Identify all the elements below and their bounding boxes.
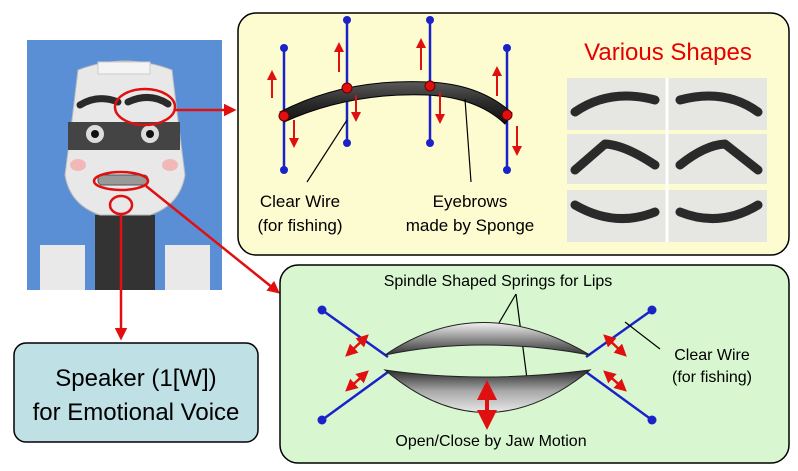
various-shapes-title: Various Shapes bbox=[584, 39, 752, 66]
speaker-label-1: Speaker (1[W]) bbox=[55, 365, 216, 392]
lips-panel bbox=[279, 264, 790, 464]
jaw-motion-label: Open/Close by Jaw Motion bbox=[395, 433, 586, 450]
mouth-highlight bbox=[92, 170, 150, 192]
eyebrow-sponge bbox=[279, 81, 513, 125]
clear-wire-label-1: Clear Wire bbox=[260, 192, 340, 211]
lip-wires bbox=[321, 308, 653, 422]
lip-motion-arrows bbox=[345, 334, 627, 430]
robot-head-photo bbox=[27, 40, 222, 290]
lips-clear-wire-label-1: Clear Wire bbox=[674, 347, 750, 364]
springs-label: Spindle Shaped Springs for Lips bbox=[384, 273, 613, 290]
lips-clear-wire-label-2: (for fishing) bbox=[672, 369, 752, 386]
eyebrow-anchor-points bbox=[278, 80, 513, 122]
arrow-to-lips-panel bbox=[145, 185, 280, 294]
eyebrows-label-1: Eyebrows bbox=[433, 192, 508, 211]
speaker-label-2: for Emotional Voice bbox=[33, 399, 240, 426]
clear-wire-label-2: (for fishing) bbox=[257, 216, 342, 235]
speaker-box bbox=[13, 342, 259, 443]
eyebrow-leader bbox=[464, 98, 472, 183]
clear-wire-leader bbox=[306, 119, 348, 183]
upper-lip-spring bbox=[384, 322, 591, 356]
eyebrows-label-2: made by Sponge bbox=[406, 216, 535, 235]
eyebrow-highlight bbox=[113, 87, 177, 127]
eyebrow-shape-photo bbox=[567, 78, 767, 242]
eyebrow-motion-arrows bbox=[267, 38, 522, 156]
